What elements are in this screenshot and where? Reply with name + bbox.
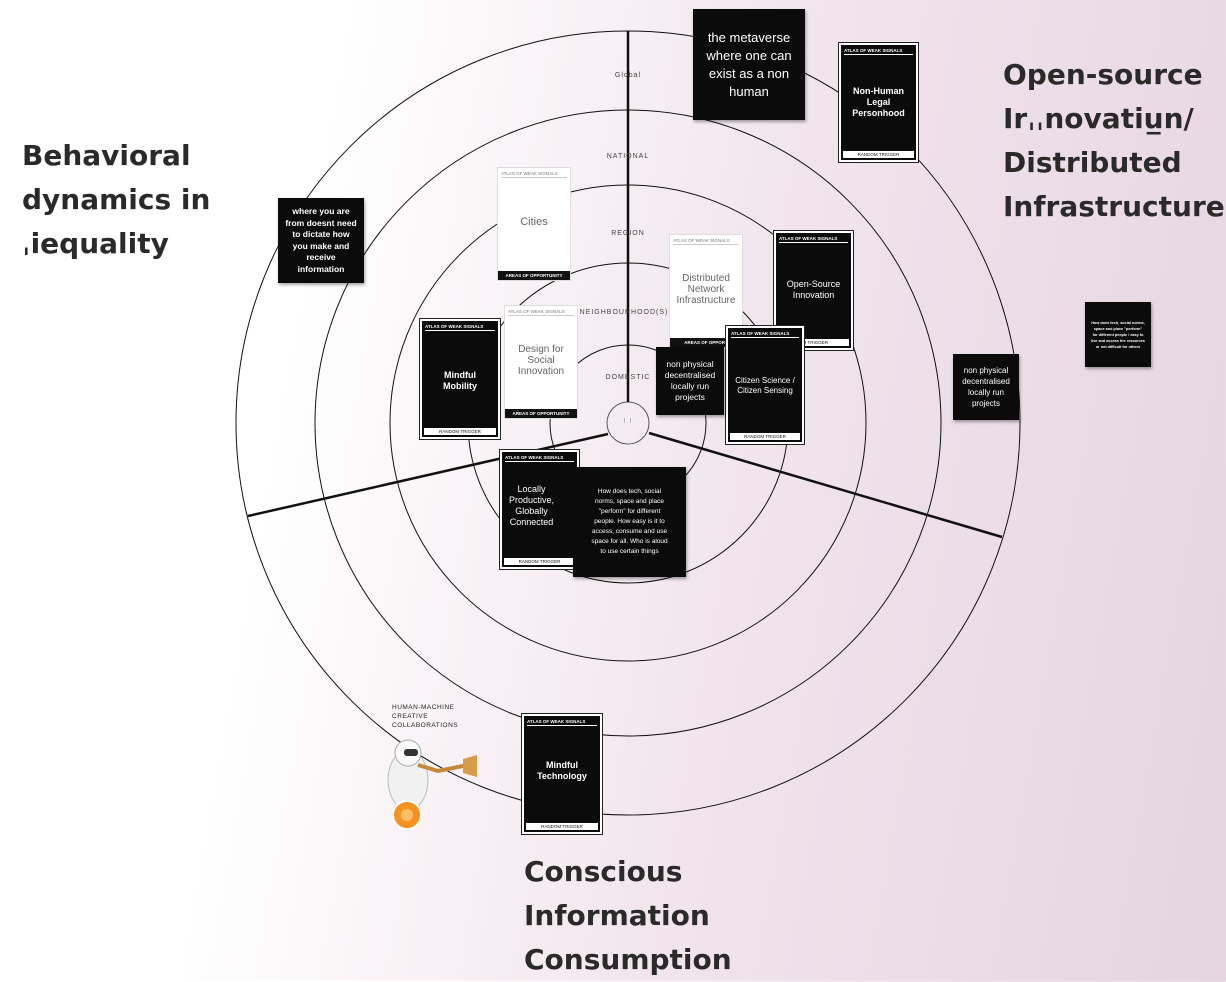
card-header: ATLAS OF WEAK SIGNALS	[425, 324, 495, 331]
card-title: Cities	[520, 216, 548, 229]
card-footer: RANDOM TRIGGER	[526, 823, 598, 830]
ring-label-national: NATIONAL	[606, 153, 650, 160]
card-title: Mindful Technology	[537, 760, 587, 782]
card-footer: RANDOM TRIGGER	[843, 151, 914, 158]
cluster-behavioral-dynamics: Behavioral dynamics in ˌiequality	[22, 139, 211, 260]
cluster-open-source-innovation: Open-source Irˌˌnovatiu̲n/ Distributed I…	[1003, 58, 1225, 223]
card-footer: AREAS OF OPPORTUNITY	[505, 409, 577, 418]
robot-caption: HUMAN-MACHINE CREATIVE COLLABORATIONS	[392, 704, 459, 729]
card-header: ATLAS OF WEAK SIGNALS	[527, 719, 597, 726]
axis-left	[247, 432, 609, 518]
sticky-where-you-are-from[interactable]: where you are from doesnt need to dictat…	[278, 198, 364, 283]
ring-label-global: Global	[614, 72, 642, 79]
sticky-metaverse[interactable]: the metaverse where one can exist as a n…	[693, 9, 805, 120]
card-title: Non-Human Legal Personhood	[852, 86, 905, 119]
ring-label-region: REGION	[611, 230, 645, 237]
card-footer: RANDOM TRIGGER	[504, 558, 575, 565]
card-footer: RANDOM TRIGGER	[424, 428, 496, 435]
ring-label-neighbourhood: NEIGHBOURHOOD(S)	[579, 309, 669, 316]
card-mindful-mobility[interactable]: ATLAS OF WEAK SIGNALS Mindful Mobility R…	[419, 318, 501, 440]
card-title: Locally Productive, Globally Connected	[508, 484, 555, 528]
ring-label-center: I I	[623, 418, 633, 425]
card-header: ATLAS OF WEAK SIGNALS	[501, 171, 567, 178]
card-non-human-personhood[interactable]: ATLAS OF WEAK SIGNALS Non-Human Legal Pe…	[838, 42, 919, 163]
card-header: ATLAS OF WEAK SIGNALS	[844, 48, 913, 55]
card-title: Citizen Science / Citizen Sensing	[735, 375, 795, 395]
card-footer: RANDOM TRIGGER	[730, 433, 800, 440]
card-open-source-innovation[interactable]: ATLAS OF WEAK SIGNALS Open-Source Innova…	[773, 230, 854, 351]
robot-trumpet-illustration[interactable]	[378, 735, 478, 835]
card-header: ATLAS OF WEAK SIGNALS	[779, 236, 848, 243]
cluster-conscious-information: Conscious Information Consumption	[524, 855, 732, 976]
card-locally-productive[interactable]: ATLAS OF WEAK SIGNALS Locally Productive…	[499, 449, 580, 570]
card-cities[interactable]: ATLAS OF WEAK SIGNALS Cities AREAS OF OP…	[497, 167, 571, 281]
sticky-non-physical-right[interactable]: non physical decentralised locally run p…	[953, 354, 1019, 420]
card-title: Mindful Mobility	[443, 369, 477, 391]
sticky-how-does-tech-small[interactable]: How does tech, social norms, space and p…	[1085, 302, 1151, 367]
sticky-non-physical-center[interactable]: non physical decentralised locally run p…	[656, 347, 724, 415]
ring-label-domestic: DOMESTIC	[605, 374, 651, 381]
axis-right	[648, 431, 1003, 539]
card-citizen-science[interactable]: ATLAS OF WEAK SIGNALS Citizen Science / …	[725, 325, 805, 445]
card-title: Open-Source Innovation	[786, 279, 841, 300]
sticky-how-does-tech[interactable]: How does tech, social norms, space and p…	[573, 467, 686, 577]
card-footer: OM TRIGGER	[778, 339, 849, 346]
card-title: Distributed Network Infrastructure	[676, 273, 736, 307]
card-header: ATLAS OF WEAK SIGNALS	[673, 238, 739, 245]
card-header: ATLAS OF WEAK SIGNALS	[508, 309, 574, 316]
card-footer: AREAS OF OPPORT	[670, 338, 742, 347]
card-design-social-innovation[interactable]: ATLAS OF WEAK SIGNALS Design for Social …	[504, 305, 578, 419]
card-mindful-technology[interactable]: ATLAS OF WEAK SIGNALS Mindful Technology…	[521, 713, 603, 835]
card-header: ATLAS OF WEAK SIGNALS	[731, 331, 799, 338]
card-header: ATLAS OF WEAK SIGNALS	[505, 455, 574, 462]
card-footer: AREAS OF OPPORTUNITY	[498, 271, 570, 280]
card-title: Design for Social Innovation	[517, 344, 565, 378]
